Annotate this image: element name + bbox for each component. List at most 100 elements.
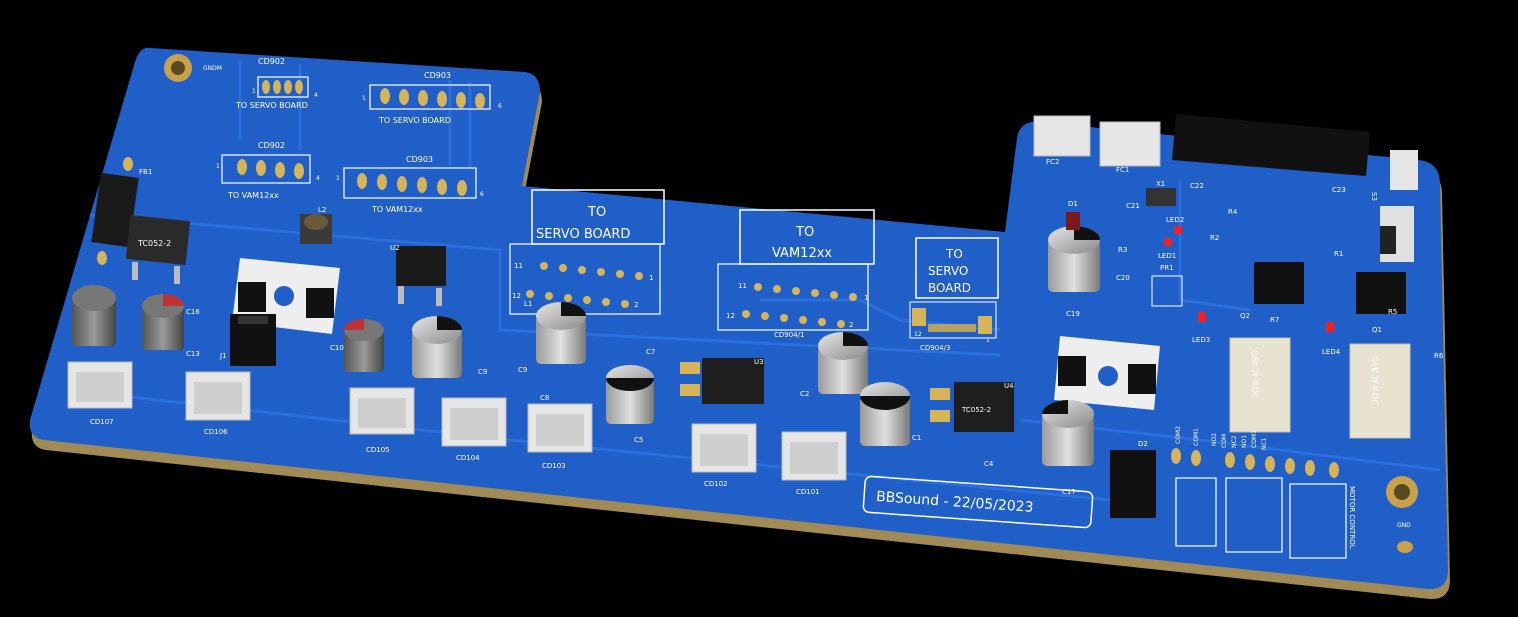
connector-fc2 (1033, 115, 1091, 157)
svg-text:G6K-2F-Y-DC: G6K-2F-Y-DC (1250, 350, 1259, 399)
header-group-cd903-vam: CD903 1 6 TO VAM12xx (336, 155, 484, 214)
svg-text:G6K-2F-Y-DC: G6K-2F-Y-DC (1370, 356, 1379, 405)
svg-text:CD902: CD902 (258, 141, 285, 150)
led3 (1198, 312, 1206, 322)
svg-text:TC052-2: TC052-2 (961, 406, 991, 414)
relay-2: G6K-2F-Y-DC (1349, 343, 1411, 439)
svg-text:FC2: FC2 (1046, 158, 1059, 166)
diode-d1 (1066, 212, 1080, 230)
svg-text:CD904/1: CD904/1 (774, 331, 804, 339)
svg-text:CD104: CD104 (456, 454, 480, 462)
svg-text:CD102: CD102 (704, 480, 728, 488)
svg-text:C19: C19 (1066, 310, 1080, 318)
inductor-l2 (300, 214, 332, 244)
svg-text:SERVO BOARD: SERVO BOARD (536, 227, 630, 242)
cap-c2 (818, 332, 868, 394)
svg-text:PR1: PR1 (1160, 264, 1174, 272)
svg-text:C23: C23 (1332, 186, 1346, 194)
svg-text:FB1: FB1 (139, 168, 152, 176)
terminal-pads (1171, 448, 1339, 478)
cap-c10 (344, 319, 384, 372)
svg-text:CD101: CD101 (796, 488, 820, 496)
ref-gndm: GNDM (203, 65, 222, 72)
svg-text:12: 12 (512, 292, 521, 300)
svg-text:CD105: CD105 (366, 446, 390, 454)
svg-text:TO: TO (795, 225, 814, 240)
svg-text:C1: C1 (912, 434, 921, 442)
connector-cd101 (781, 431, 847, 481)
svg-text:U4: U4 (1004, 382, 1014, 390)
svg-text:TO: TO (945, 247, 963, 261)
svg-text:CD106: CD106 (204, 428, 228, 436)
led2 (1174, 226, 1182, 234)
ref-gnd: GND (1397, 522, 1411, 529)
svg-text:C13: C13 (186, 350, 200, 358)
ferrite-fb1 (91, 157, 139, 265)
svg-text:C21: C21 (1126, 202, 1140, 210)
svg-text:Q1: Q1 (1372, 326, 1382, 334)
cap-c14 (72, 285, 116, 346)
svg-text:C17: C17 (1062, 488, 1076, 496)
cap-c19 (1048, 226, 1100, 292)
svg-text:COM1: COM1 (1251, 430, 1258, 448)
svg-text:1: 1 (336, 175, 340, 182)
svg-text:CD904/3: CD904/3 (920, 344, 950, 352)
svg-text:C2: C2 (800, 390, 809, 398)
svg-text:C9: C9 (478, 368, 487, 376)
connector-cd106 (185, 371, 251, 421)
svg-text:NO2: NO2 (1211, 433, 1218, 446)
svg-text:Q2: Q2 (1240, 312, 1250, 320)
svg-text:C9: C9 (518, 366, 527, 374)
cap-c17 (1042, 400, 1094, 466)
cap-c9-large (412, 316, 462, 378)
svg-text:COM2: COM2 (1175, 426, 1182, 444)
svg-text:LED1: LED1 (1158, 252, 1176, 260)
svg-text:CD903: CD903 (406, 155, 433, 164)
svg-text:S3: S3 (1370, 192, 1378, 201)
svg-text:6: 6 (480, 191, 484, 198)
svg-text:4: 4 (316, 175, 320, 182)
block-d2 (1110, 450, 1156, 518)
svg-text:SERVO: SERVO (928, 264, 968, 278)
cap-c5 (606, 365, 654, 424)
svg-text:11: 11 (738, 282, 747, 290)
cap-c1 (860, 382, 910, 446)
header-vam-12pin: 11 1 12 2 CD904/1 (717, 263, 869, 339)
connector-fc1 (1099, 121, 1161, 167)
svg-text:4: 4 (314, 92, 318, 99)
svg-text:FC1: FC1 (1116, 166, 1129, 174)
svg-text:CD107: CD107 (90, 418, 114, 426)
svg-text:C4: C4 (984, 460, 994, 468)
svg-text:R2: R2 (1210, 234, 1219, 242)
fpc-connector-cd904-3: 12 1 CD904/3 (909, 301, 997, 352)
svg-text:TO SERVO BOARD: TO SERVO BOARD (235, 101, 308, 110)
svg-text:C7: C7 (646, 348, 655, 356)
svg-text:R4: R4 (1228, 208, 1238, 216)
photoresistor-pr1 (1151, 275, 1183, 307)
ic-q-left (1254, 262, 1304, 304)
svg-text:MOTOR CONTROL: MOTOR CONTROL (1348, 486, 1356, 549)
cap-c16 (142, 294, 184, 350)
ic-q-right (1356, 272, 1406, 314)
svg-text:C20: C20 (1116, 274, 1130, 282)
svg-text:R5: R5 (1388, 308, 1397, 316)
jack-j1 (230, 314, 276, 366)
svg-text:LED4: LED4 (1322, 348, 1341, 356)
svg-text:1: 1 (649, 274, 653, 282)
svg-text:TO: TO (587, 205, 606, 220)
svg-text:1: 1 (864, 294, 868, 302)
svg-text:CD902: CD902 (258, 57, 285, 66)
svg-text:L1: L1 (524, 300, 532, 308)
block-to-servo-board: TO SERVO BOARD (531, 189, 665, 245)
svg-text:X1: X1 (1156, 180, 1165, 188)
svg-text:LED2: LED2 (1166, 216, 1184, 224)
svg-text:COM1: COM1 (1193, 428, 1200, 446)
svg-text:TO VAM12xx: TO VAM12xx (227, 191, 279, 200)
svg-text:U3: U3 (754, 358, 764, 366)
block-to-servo-board-2: TO SERVO BOARD (915, 237, 999, 299)
svg-text:CD903: CD903 (424, 71, 451, 80)
svg-text:U2: U2 (390, 244, 400, 252)
svg-text:12: 12 (726, 312, 735, 320)
connector-cd102 (691, 423, 757, 473)
header-black-top (1172, 114, 1370, 176)
